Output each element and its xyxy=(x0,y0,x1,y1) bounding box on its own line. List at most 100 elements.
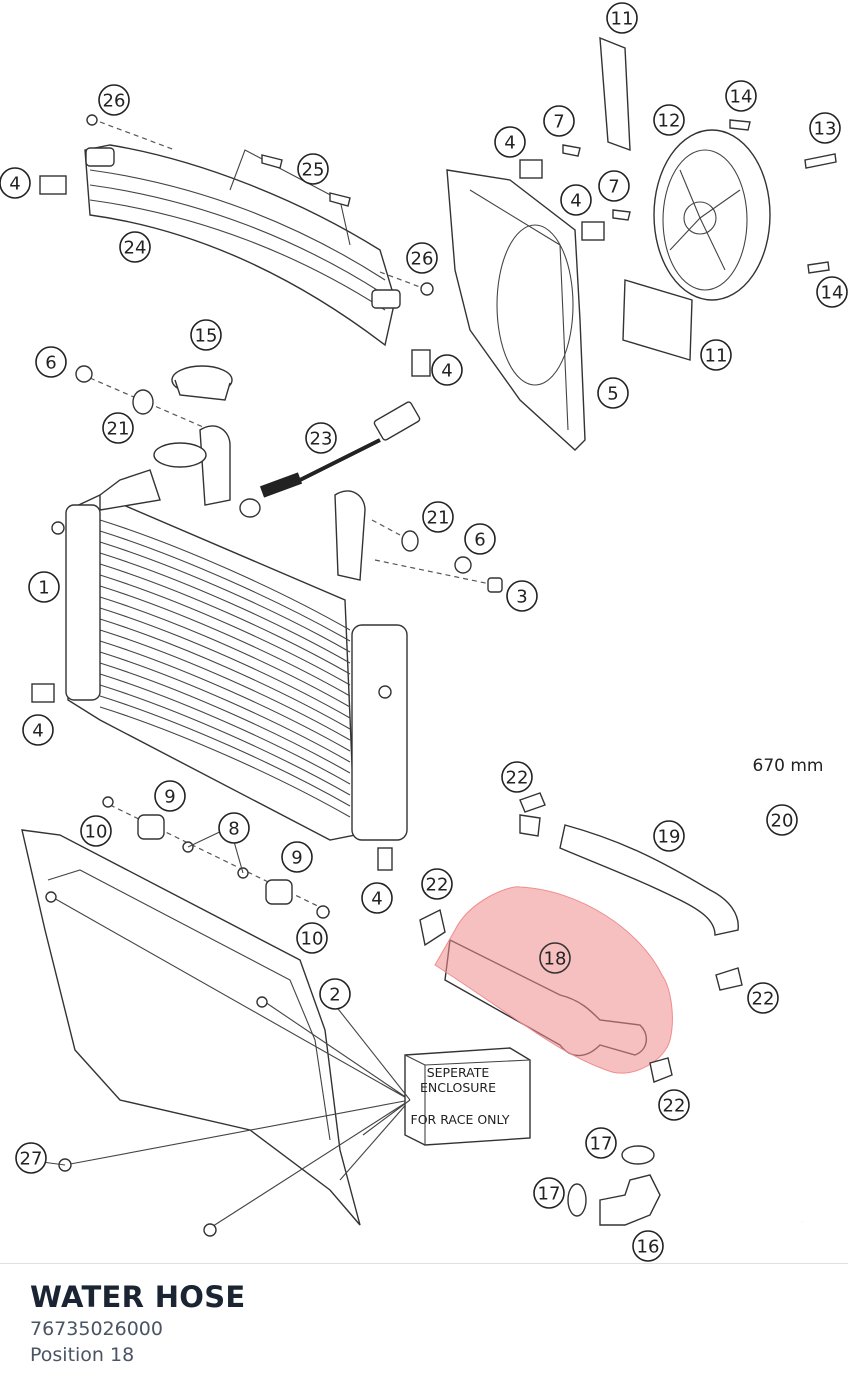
callout-7: 7 xyxy=(598,170,630,202)
callout-4: 4 xyxy=(0,167,31,199)
radiator-fin xyxy=(99,706,351,818)
callout-9: 9 xyxy=(281,841,313,873)
enclosure-text-1: SEPERATE xyxy=(427,1065,490,1080)
radiator-fin xyxy=(99,574,351,686)
svg-text:20: 20 xyxy=(771,811,794,832)
callout-22: 22 xyxy=(658,1089,690,1121)
cooling-fan xyxy=(599,36,837,361)
radiator-fin xyxy=(99,618,351,730)
radiator-fin xyxy=(99,563,351,675)
svg-text:7: 7 xyxy=(608,177,619,198)
callout-2: 2 xyxy=(319,978,351,1010)
svg-text:9: 9 xyxy=(164,787,175,808)
svg-text:14: 14 xyxy=(821,283,844,304)
callout-21: 21 xyxy=(422,501,454,533)
callout-4: 4 xyxy=(431,354,463,386)
callout-26: 26 xyxy=(98,84,130,116)
enclosure-box: SEPERATE ENCLOSURE FOR RACE ONLY xyxy=(404,1047,531,1146)
svg-text:4: 4 xyxy=(570,191,581,212)
callout-18[interactable]: 18 xyxy=(539,942,571,974)
callout-4: 4 xyxy=(361,882,393,914)
callout-4: 4 xyxy=(560,184,592,216)
svg-text:19: 19 xyxy=(658,827,681,848)
callout-7: 7 xyxy=(543,105,575,137)
svg-text:6: 6 xyxy=(474,530,485,551)
callout-4: 4 xyxy=(22,714,54,746)
svg-text:10: 10 xyxy=(301,929,324,950)
callout-11: 11 xyxy=(606,2,638,34)
radiator-fin xyxy=(99,607,351,719)
svg-text:17: 17 xyxy=(538,1184,561,1205)
radiator-fin xyxy=(99,629,351,741)
svg-text:16: 16 xyxy=(637,1237,660,1258)
bolt-part xyxy=(39,114,434,377)
radiator-fin xyxy=(99,662,351,774)
radiator-fin xyxy=(99,541,351,653)
temperature-sensor xyxy=(239,401,421,518)
svg-text:27: 27 xyxy=(20,1149,43,1170)
callout-3: 3 xyxy=(506,580,538,612)
svg-text:22: 22 xyxy=(752,989,775,1010)
hose-fitting-16 xyxy=(567,1057,673,1226)
radiator-fin xyxy=(99,552,351,664)
part-title: WATER HOSE xyxy=(30,1280,246,1314)
divider xyxy=(0,1263,848,1264)
svg-text:26: 26 xyxy=(411,249,434,270)
svg-text:4: 4 xyxy=(9,174,20,195)
callout-14: 14 xyxy=(725,80,757,112)
callout-25: 25 xyxy=(297,153,329,185)
hose-length-label: 670 mm xyxy=(753,756,824,776)
callout-17: 17 xyxy=(585,1127,617,1159)
callout-11: 11 xyxy=(700,339,732,371)
callout-9: 9 xyxy=(154,780,186,812)
svg-text:4: 4 xyxy=(32,721,43,742)
radiator-fin xyxy=(99,695,351,807)
callout-6: 6 xyxy=(35,346,67,378)
upper-water-hose xyxy=(419,792,743,991)
svg-text:11: 11 xyxy=(611,9,634,30)
callout-23: 23 xyxy=(305,422,337,454)
svg-text:12: 12 xyxy=(658,111,681,132)
callout-26: 26 xyxy=(406,242,438,274)
callout-4: 4 xyxy=(494,126,526,158)
svg-text:26: 26 xyxy=(103,91,126,112)
svg-text:7: 7 xyxy=(553,112,564,133)
callout-10: 10 xyxy=(80,815,112,847)
callout-12: 12 xyxy=(653,104,685,136)
svg-text:18: 18 xyxy=(544,949,567,970)
enclosure-text-2: ENCLOSURE xyxy=(420,1080,496,1095)
callout-1: 1 xyxy=(28,571,60,603)
callout-19: 19 xyxy=(653,820,685,852)
radiator-fin xyxy=(99,651,351,763)
enclosure-text-3: FOR RACE ONLY xyxy=(411,1112,510,1127)
svg-text:11: 11 xyxy=(705,346,728,367)
svg-text:6: 6 xyxy=(45,353,56,374)
svg-text:21: 21 xyxy=(107,419,130,440)
svg-text:14: 14 xyxy=(730,87,753,108)
radiator-cap xyxy=(75,365,233,431)
svg-text:21: 21 xyxy=(427,508,450,529)
svg-text:4: 4 xyxy=(371,889,382,910)
highlight-region[interactable] xyxy=(434,886,673,1074)
water-hose-18[interactable] xyxy=(434,886,673,1074)
svg-text:23: 23 xyxy=(310,429,333,450)
side-cover xyxy=(21,829,411,1237)
callout-22: 22 xyxy=(421,868,453,900)
radiator xyxy=(31,425,503,871)
callout-20: 20 xyxy=(766,804,798,836)
callout-15: 15 xyxy=(190,319,222,351)
radiator-fin xyxy=(99,640,351,752)
parts-diagram: SEPERATE ENCLOSURE FOR RACE ONLY 670 mm … xyxy=(0,2,848,1262)
svg-text:13: 13 xyxy=(814,119,837,140)
callout-10: 10 xyxy=(296,922,328,954)
radiator-fin xyxy=(99,684,351,796)
svg-text:4: 4 xyxy=(441,361,452,382)
leader-lines xyxy=(41,827,411,1166)
part-number: 76735026000 xyxy=(30,1318,163,1340)
radiator-fin xyxy=(99,596,351,708)
callout-24: 24 xyxy=(119,231,151,263)
svg-text:1: 1 xyxy=(38,578,49,599)
svg-text:2: 2 xyxy=(329,985,340,1006)
callout-16: 16 xyxy=(632,1230,664,1262)
